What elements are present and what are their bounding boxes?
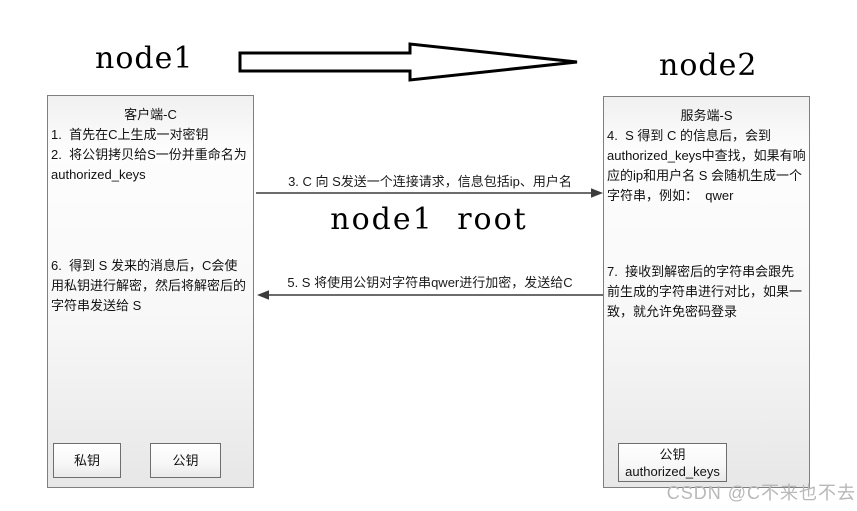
node1-label: node1	[95, 41, 194, 76]
client-box: 客户端-C 1. 首先在C上生成一对密钥 2. 将公钥拷贝给S一份并重命名为au…	[47, 95, 254, 488]
client-step-6: 6. 得到 S 发来的消息后，C会使用私钥进行解密，然后将解密后的字符串发送给 …	[51, 258, 247, 313]
server-step-4: 4. S 得到 C 的信息后，会到authorized_keys中查找，如果有响…	[607, 128, 806, 203]
authorized-keys-box-filename: authorized_keys	[625, 463, 720, 479]
arrow5-label: 5. S 将使用公钥对字符串qwer进行加密，发送给C	[287, 275, 573, 290]
server-box-title: 服务端-S	[680, 108, 733, 123]
public-key-label: 公钥	[172, 453, 199, 468]
node2-label: node2	[659, 48, 758, 83]
public-key-box: 公钥	[150, 443, 221, 478]
private-key-box: 私钥	[53, 443, 121, 478]
watermark: CSDN @C不来也不去	[666, 483, 856, 503]
authorized-keys-box-title: 公钥	[659, 446, 686, 462]
private-key-label: 私钥	[73, 453, 100, 468]
arrow3-label: 3. C 向 S发送一个连接请求，信息包括ip、用户名	[288, 174, 572, 189]
arrow-left-head-icon	[257, 290, 269, 300]
server-box: 服务端-S 4. S 得到 C 的信息后，会到authorized_keys中查…	[603, 96, 810, 488]
client-box-title: 客户端-C	[124, 107, 177, 122]
center-session-label: node1 root	[330, 202, 528, 237]
block-arrow-icon	[238, 42, 578, 82]
server-step-7: 7. 接收到解密后的字符串会跟先前生成的字符串进行对比，如果一致，就允许免密码登…	[607, 264, 803, 319]
authorized-keys-box: 公钥 authorized_keys	[618, 443, 727, 482]
client-step-2: 2. 将公钥拷贝给S一份并重命名为authorized_keys	[51, 147, 247, 182]
client-step-1: 1. 首先在C上生成一对密钥	[51, 127, 209, 142]
